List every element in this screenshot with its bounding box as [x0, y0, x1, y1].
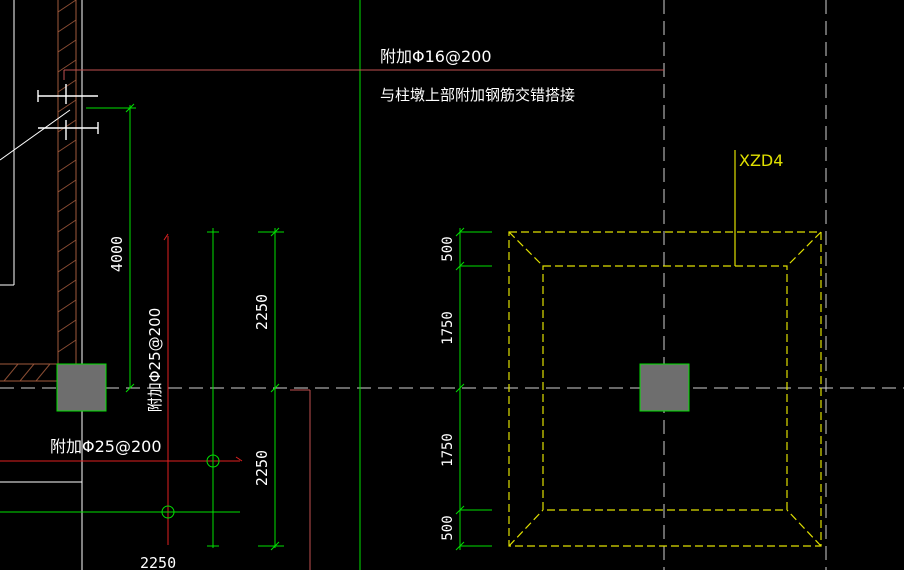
- pier-tag-label: XZD4: [739, 151, 783, 170]
- section-marks: [37, 84, 99, 140]
- left-column[interactable]: [56, 363, 107, 412]
- dimension-4000-label: 4000: [108, 236, 126, 272]
- left-wall: [0, 0, 77, 382]
- red-rebar-lines: [0, 233, 243, 545]
- dimension-2250-upper: 2250: [253, 294, 271, 330]
- top-rebar-label: 附加Φ16@200: [380, 47, 492, 66]
- top-rebar-note: 与柱墩上部附加钢筋交错搭接: [380, 86, 575, 104]
- left-rebar-vertical-label: 附加Φ25@200: [146, 308, 164, 413]
- top-rebar-callout: 附加Φ16@200 与柱墩上部附加钢筋交错搭接: [63, 47, 664, 104]
- step-line: [290, 389, 311, 570]
- rebar-circles: [161, 454, 220, 519]
- pier-inner-outline: [542, 265, 788, 511]
- pier-outer-outline: [508, 231, 822, 547]
- pier-xzd4[interactable]: [508, 231, 822, 547]
- pier-corner-lines: [508, 231, 822, 547]
- white-boundary-lines: [0, 0, 83, 570]
- dimension-2250-lower: 2250: [253, 450, 271, 486]
- dimension-4000: [86, 103, 136, 393]
- dimension-2250-column: [207, 227, 284, 551]
- dimension-2250-bottom: 2250: [140, 554, 176, 570]
- dimension-1750-lower: 1750: [440, 433, 456, 467]
- dimension-500-top: 500: [440, 236, 456, 261]
- right-dimension-chain: [455, 227, 492, 551]
- dimension-500-bottom: 500: [440, 515, 456, 540]
- dimension-1750-upper: 1750: [440, 311, 456, 345]
- right-column[interactable]: [639, 363, 690, 412]
- wall-hatching: [57, 0, 77, 353]
- left-rebar-horizontal-label: 附加Φ25@200: [50, 437, 162, 456]
